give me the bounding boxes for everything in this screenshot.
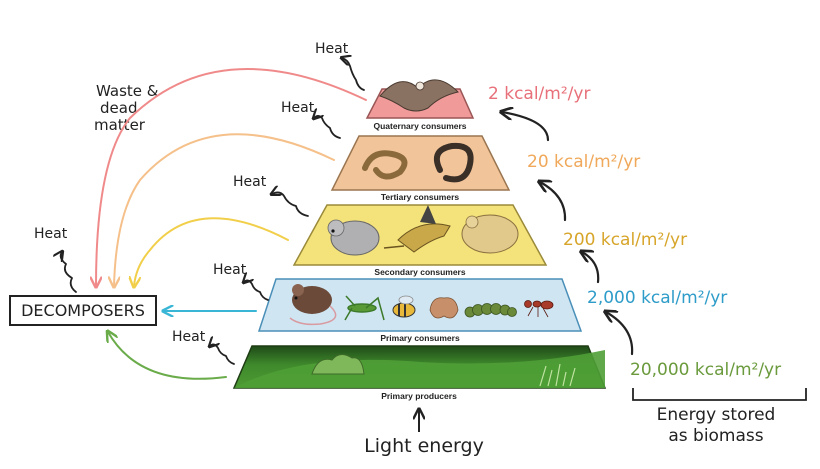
energy-value-primary-consumers: 2,000 kcal/m²/yr (587, 288, 727, 308)
waste-label-line3: matter (94, 116, 146, 134)
level-label-primary-consumers: Primary consumers (380, 333, 460, 343)
energy-up-arrow (540, 182, 567, 222)
level-label-primary-producers: Primary producers (381, 391, 457, 401)
toad-icon (461, 214, 519, 254)
bee-icon (392, 295, 416, 318)
light-energy-label: Light energy (364, 435, 484, 457)
rat-icon (327, 219, 380, 256)
energy-value-producers: 20,000 kcal/m²/yr (630, 360, 781, 380)
heat-label: Heat (315, 41, 349, 57)
waste-label: Waste & dead matter (94, 82, 159, 134)
heat-squiggle-icon (314, 116, 341, 139)
level-primary-consumers: Primary consumers (257, 278, 583, 343)
moth-icon (429, 297, 459, 319)
heat-squiggle-icon (244, 280, 269, 301)
decomposers-label: DECOMPOSERS (21, 301, 145, 320)
ant-icon (524, 300, 554, 318)
energy-up-arrow (582, 252, 600, 284)
waste-arrow-secondary (134, 217, 289, 286)
bird-icon (383, 205, 451, 253)
level-label-quaternary-consumers: Quaternary consumers (373, 121, 466, 131)
biomass-bracket: Energy stored as biomass (632, 388, 807, 446)
mouse-icon (289, 284, 337, 326)
waste-label-line1: Waste & (96, 82, 159, 100)
level-tertiary-consumers: Tertiary consumers (330, 135, 511, 202)
heat-secondary: Heat (233, 174, 309, 217)
grasshopper-icon (344, 295, 385, 321)
producers-hill (234, 350, 605, 388)
energy-flow-arrows (502, 112, 634, 356)
heat-squiggle-icon (61, 252, 77, 293)
light-energy: Light energy (364, 410, 484, 457)
waste-arrow-producers (108, 332, 227, 380)
heat-squiggle-icon (342, 58, 365, 91)
level-secondary-consumers: Secondary consumers (292, 204, 548, 277)
heat-primary-consumers: Heat (213, 262, 269, 301)
heat-squiggle-icon (210, 344, 235, 365)
heat-squiggle-icon (272, 192, 309, 217)
energy-stored-label-line1: Energy stored (657, 405, 776, 425)
level-label-tertiary-consumers: Tertiary consumers (381, 192, 460, 202)
level-primary-producers: Primary producers (232, 345, 607, 401)
heat-tertiary: Heat (281, 100, 341, 139)
heat-producers: Heat (172, 329, 235, 365)
level-quaternary-consumers: Quaternary consumers (365, 79, 475, 131)
energy-up-arrow (502, 112, 550, 142)
tertiary-consumers-band (330, 135, 511, 191)
heat-label: Heat (233, 174, 267, 190)
waste-arrow-tertiary (114, 133, 335, 286)
waste-arrows (96, 68, 367, 380)
heat-quaternary: Heat (315, 41, 365, 91)
waste-arrow-quaternary (96, 68, 367, 286)
heat-label: Heat (213, 262, 247, 278)
heat-label: Heat (281, 100, 315, 116)
heat-label: Heat (172, 329, 206, 345)
energy-stored-label-line2: as biomass (668, 426, 763, 446)
eagle-icon (379, 79, 459, 112)
level-label-secondary-consumers: Secondary consumers (374, 267, 465, 277)
shrub-icon (311, 354, 365, 375)
energy-up-arrow (606, 312, 634, 356)
snake-icon (362, 142, 474, 183)
energy-value-secondary: 200 kcal/m²/yr (563, 230, 687, 250)
primary-consumers-band (257, 278, 583, 332)
heat-label: Heat (34, 226, 68, 242)
energy-value-tertiary: 20 kcal/m²/yr (527, 152, 640, 172)
waste-label-line2: dead (100, 99, 137, 117)
energy-value-quaternary: 2 kcal/m²/yr (488, 84, 590, 104)
decomposers-box: DECOMPOSERS (9, 295, 157, 326)
caterpillar-icon (464, 303, 517, 318)
grass-tuft-icon (539, 363, 576, 387)
heat-decomposers: Heat (34, 226, 77, 293)
